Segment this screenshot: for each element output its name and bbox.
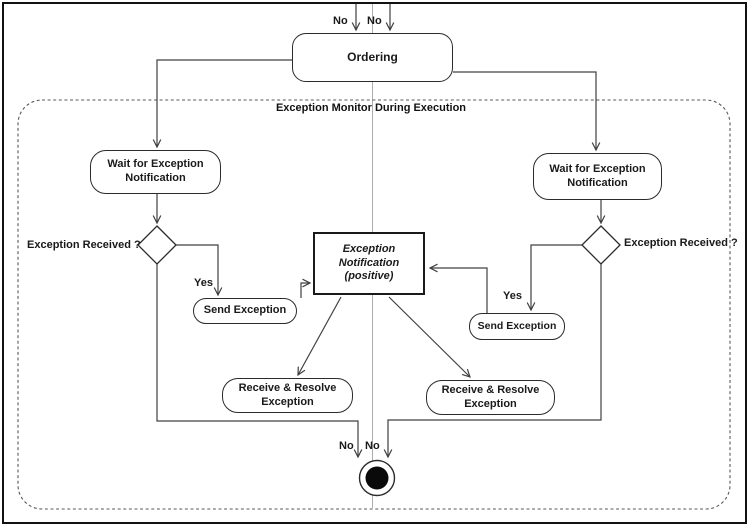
object-exception-notification: Exception Notification (positive) bbox=[313, 232, 425, 295]
notification-subtitle: (positive) bbox=[344, 270, 394, 283]
decision-diamond-left bbox=[137, 225, 177, 265]
final-node-inner-dot bbox=[365, 466, 389, 490]
edge-no-right-to-final bbox=[383, 264, 602, 459]
label-exception-received-left: Exception Received ? bbox=[27, 239, 141, 251]
activity-wait-for-exception-left: Wait for Exception Notification bbox=[90, 150, 221, 194]
activity-send-exception-right: Send Exception bbox=[469, 313, 565, 340]
activity-receive-resolve-right: Receive & Resolve Exception bbox=[426, 380, 555, 415]
edge-send-left-to-notification bbox=[300, 278, 312, 298]
edge-no-left-to-final bbox=[156, 264, 363, 459]
label-yes-left: Yes bbox=[194, 277, 213, 289]
edge-ordering-to-wait-right bbox=[453, 71, 601, 152]
edge-notification-to-receive-left bbox=[297, 296, 342, 377]
label-no-bottom-left: No bbox=[339, 440, 354, 452]
edge-yes-left-to-send bbox=[176, 244, 223, 297]
container-title: Exception Monitor During Execution bbox=[275, 102, 467, 114]
activity-send-exception-left: Send Exception bbox=[193, 298, 297, 324]
exception-monitor-container-border bbox=[17, 99, 731, 510]
decision-diamond-right bbox=[581, 225, 621, 265]
label-no-top-right: No bbox=[367, 15, 382, 27]
label-no-top-left: No bbox=[333, 15, 348, 27]
label-no-bottom-right: No bbox=[365, 440, 380, 452]
activity-receive-resolve-left: Receive & Resolve Exception bbox=[222, 378, 353, 413]
activity-ordering: Ordering bbox=[292, 33, 453, 82]
edge-yes-right-to-send bbox=[526, 244, 582, 312]
edge-notification-to-receive-right bbox=[388, 296, 471, 378]
edge-ordering-to-wait-left bbox=[152, 59, 292, 149]
notification-title: Exception Notification bbox=[338, 242, 400, 269]
label-exception-received-right: Exception Received ? bbox=[624, 237, 738, 249]
edge-send-right-to-notification bbox=[428, 263, 488, 313]
label-yes-right: Yes bbox=[503, 290, 522, 302]
activity-wait-for-exception-right: Wait for Exception Notification bbox=[533, 153, 662, 200]
